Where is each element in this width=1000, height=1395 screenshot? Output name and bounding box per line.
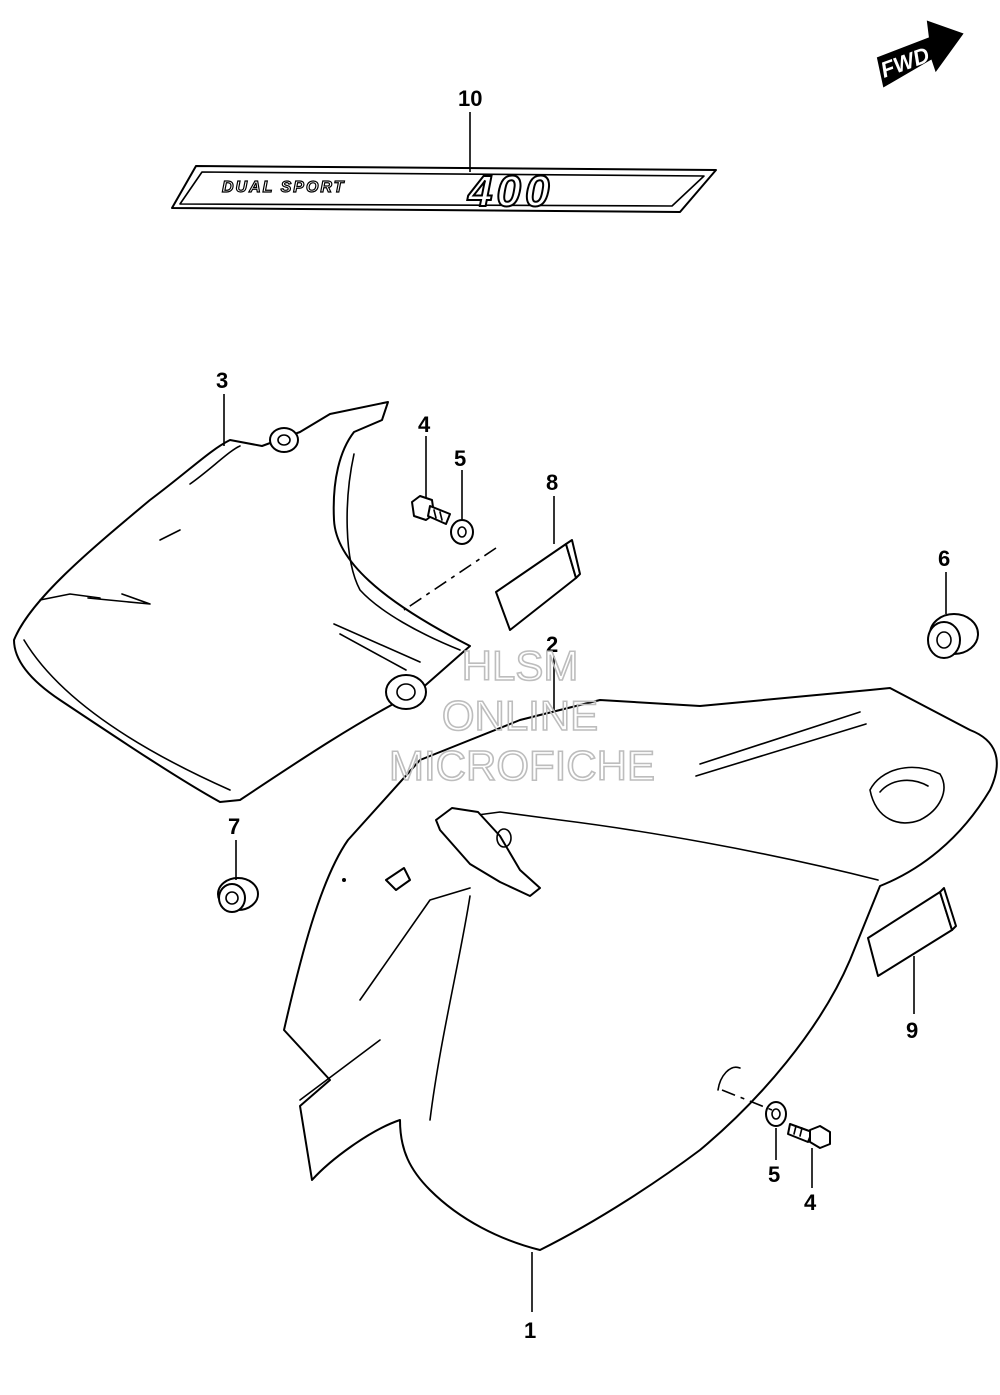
grommet-part-6 [927,613,979,659]
callout-1: 1 [524,1318,536,1343]
watermark-line-3: MICROFICHE [389,742,655,789]
decal-text: DUAL SPORT [222,179,345,196]
watermark-line-1: HLSM [462,642,579,689]
pad-part-8 [495,539,581,631]
decal-part-10: DUAL SPORT 400 [171,165,717,217]
callout-9: 9 [906,1018,918,1043]
assembly-line-lower [721,1089,773,1111]
leader-lines [223,112,947,1312]
callout-4-lower: 4 [804,1190,817,1215]
callout-10: 10 [458,86,482,111]
frame-cover-left-part-3 [13,401,471,803]
grommet-part-7 [217,877,259,913]
callout-2: 2 [546,632,558,657]
bolt-part-4-upper [411,495,451,525]
washer-part-5-lower [765,1101,787,1127]
fwd-label: FWD [877,42,933,83]
watermark: HLSM ONLINE MICROFICHE [388,641,656,790]
callout-5-lower: 5 [768,1162,780,1187]
callout-4-upper: 4 [418,412,431,437]
fwd-arrow-icon: FWD [876,20,964,88]
callout-6: 6 [938,546,950,571]
frame-cover-right-part-2 [283,687,998,1251]
bolt-part-4-lower [787,1123,831,1149]
pad-part-9 [867,887,957,977]
washer-part-5-upper [450,519,474,545]
callout-7: 7 [228,814,240,839]
callout-5-upper: 5 [454,446,466,471]
decal-model: 400 [467,167,553,216]
callout-3: 3 [216,368,228,393]
watermark-line-2: ONLINE [442,692,598,739]
assembly-line-upper [403,547,497,611]
callout-8: 8 [546,470,558,495]
